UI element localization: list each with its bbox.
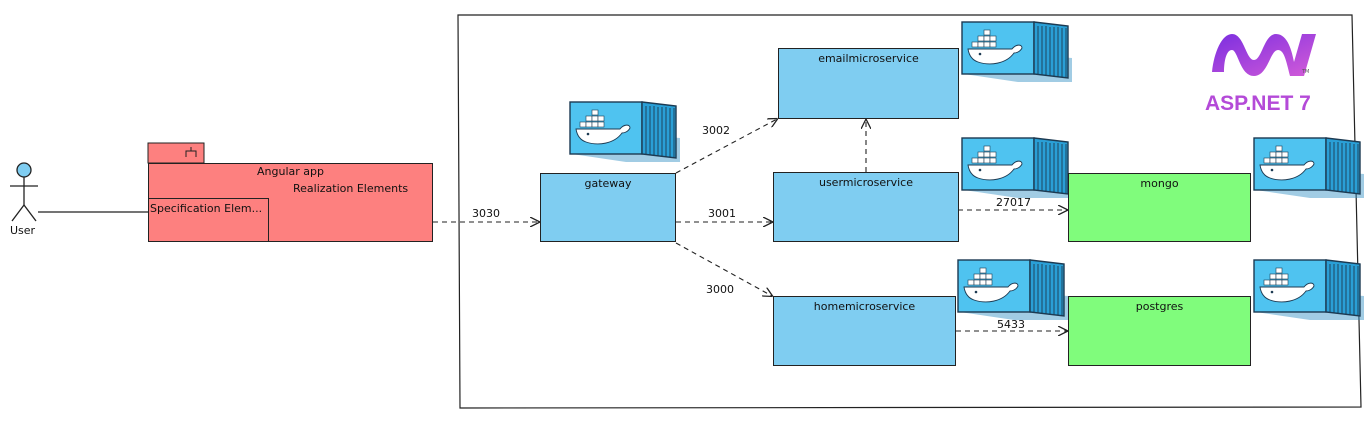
realization-elements-label: Realization Elements xyxy=(293,182,409,195)
mongo-label: mongo xyxy=(1140,177,1179,190)
deployment-frame xyxy=(457,14,1362,409)
edge-gateway-home xyxy=(675,242,772,296)
postgres-node: postgres xyxy=(1068,296,1251,366)
user-label: User xyxy=(10,224,36,237)
home-service-node: homemicroservice xyxy=(773,296,956,366)
docker-container-icon xyxy=(1253,137,1365,199)
edge-label-27017: 27017 xyxy=(996,196,1031,209)
aspnet-tm-mark: TM xyxy=(1302,69,1310,75)
mongo-node: mongo xyxy=(1068,173,1251,242)
edges xyxy=(433,119,1067,331)
edge-label-3001: 3001 xyxy=(708,207,736,220)
user-service-node: usermicroservice xyxy=(773,172,959,242)
email-service-label: emailmicroservice xyxy=(818,52,919,65)
fork-icon xyxy=(185,147,197,157)
postgres-label: postgres xyxy=(1135,300,1184,313)
docker-container-icon xyxy=(957,259,1069,321)
docker-container-icon xyxy=(961,21,1073,83)
stick-figure-icon xyxy=(16,162,32,178)
specification-elements-label: Specification Elem... xyxy=(150,202,263,215)
edge-label-3002: 3002 xyxy=(702,124,730,137)
home-service-label: homemicroservice xyxy=(813,300,916,313)
package-divider xyxy=(149,198,268,199)
edge-label-3030: 3030 xyxy=(472,207,500,220)
edge-label-3000: 3000 xyxy=(706,283,734,296)
docker-container-icon xyxy=(961,137,1073,199)
email-service-node: emailmicroservice xyxy=(778,48,959,119)
user-service-label: usermicroservice xyxy=(818,176,914,189)
docker-container-icon xyxy=(1253,259,1365,321)
edge-gateway-email xyxy=(675,119,777,174)
docker-container-icon xyxy=(569,101,681,163)
gateway-node: gateway xyxy=(540,173,676,242)
user-actor xyxy=(10,162,38,222)
angular-app-package: Angular app Realization Elements Specifi… xyxy=(148,163,433,242)
gateway-label: gateway xyxy=(584,177,632,190)
aspnet-logo-text: ASP.NET 7 xyxy=(1205,92,1311,115)
package-vertical-divider xyxy=(268,198,269,242)
aspnet-logo-icon xyxy=(1212,34,1316,76)
package-title: Angular app xyxy=(257,165,324,178)
edge-label-5433: 5433 xyxy=(997,318,1025,331)
